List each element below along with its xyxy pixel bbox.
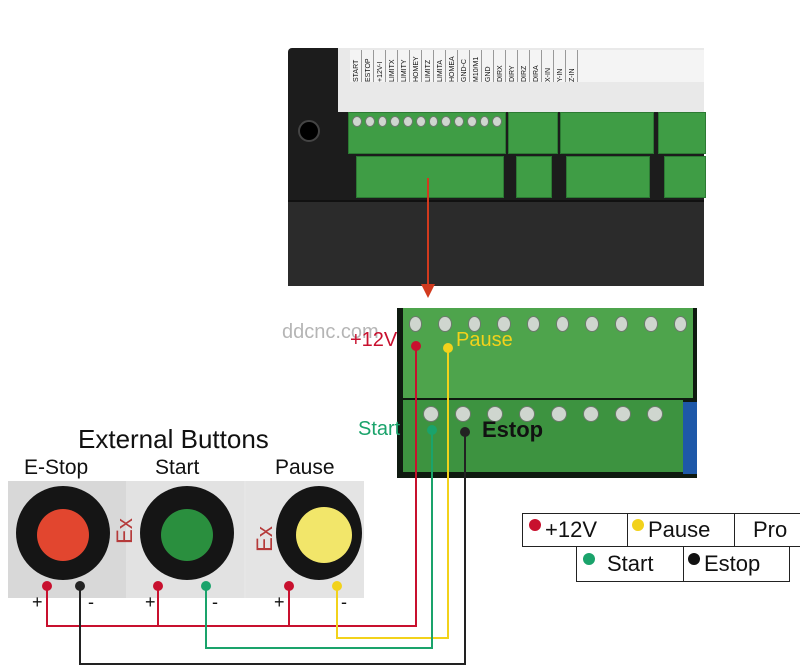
black-dot-icon [688,553,700,565]
black-wire [79,432,466,665]
screw-terminal [441,116,451,127]
screw-terminal [644,316,658,332]
legend-estop: Estop [704,551,761,576]
screw-terminal [454,116,464,127]
zoom-label-plus12v: +12V [350,329,398,351]
terminal-block-5 [356,156,504,198]
green-wire [205,430,433,649]
screw-terminal [438,316,452,332]
screw-terminal [585,316,599,332]
red-dot-icon [529,519,541,531]
legend-plus12v: +12V [545,517,597,542]
start-minus: - [212,592,218,612]
screw-terminal [364,116,375,127]
terminal-block-8 [664,156,706,198]
terminal-block-3 [560,112,654,154]
terminal-block-2 [508,112,558,154]
red-wire [46,346,417,627]
terminal-block-6 [516,156,552,198]
controller-base [288,200,704,286]
start-plus: + [145,592,156,612]
zoom-label-estop: Estop [482,417,544,442]
screw-terminal [519,406,535,422]
yellow-wire [336,348,449,639]
screw-terminal [479,116,490,127]
zoom-label-start: Start [358,418,401,440]
screw-terminal [455,406,471,422]
screw-terminal [409,316,423,332]
pause-label: Pause [275,456,335,479]
estop-plus: + [32,592,43,612]
screw-terminal [415,116,426,127]
screw-terminal [352,116,362,127]
screw-terminal [466,116,477,127]
screw-terminal [487,406,503,422]
terminal-block-7 [566,156,650,198]
legend-pro: Pro [753,517,788,542]
legend-cell-pause: Pause [627,513,735,547]
pause-plus: + [274,592,285,612]
screw-terminal [551,406,567,422]
zoom-label-pause: Pause [456,329,513,351]
watermark: ddcnc.com [282,321,379,343]
pause-button-cap [296,507,352,563]
legend-cell-estop: Estop [683,546,790,582]
pause-minus: - [341,592,347,612]
screw-terminal [614,316,629,332]
screw-terminal [615,406,631,422]
yellow-dot-icon [632,519,644,531]
screw-terminal [467,316,482,332]
terminal-label-strip [350,50,704,82]
screw-terminal [673,316,688,332]
legend-cell-start: Start [576,546,684,582]
terminal-block-4 [658,112,706,154]
screw-terminal [492,116,502,127]
screw-terminal [377,116,388,127]
green-dot-icon [583,553,595,565]
external-buttons-heading: External Buttons [78,424,269,454]
screw-terminal [497,316,511,332]
down-arrow-head [421,284,435,298]
legend-cell-plus12v: +12V [522,513,628,547]
screw-terminal [428,116,439,127]
estop-button-cap [37,509,89,561]
screw-terminal [423,406,439,422]
mount-hole [298,120,320,142]
pcb-edge [683,402,697,474]
zoomed-upper-block [403,308,693,398]
legend-cell-pro: Pro [734,513,800,547]
estop-minus: - [88,592,94,612]
screw-terminal [556,316,570,332]
estop-label: E-Stop [24,456,89,479]
screw-terminal [403,116,413,127]
screw-terminal [390,116,400,127]
screw-terminal [583,406,599,422]
start-button-cap [161,509,213,561]
legend-start: Start [607,551,654,576]
start-label: Start [155,456,200,479]
screw-terminal [647,406,663,422]
legend-pause: Pause [648,517,711,542]
terminal-block-1 [348,112,506,154]
zoomed-lower-block [403,400,683,472]
screw-terminal [526,316,541,332]
